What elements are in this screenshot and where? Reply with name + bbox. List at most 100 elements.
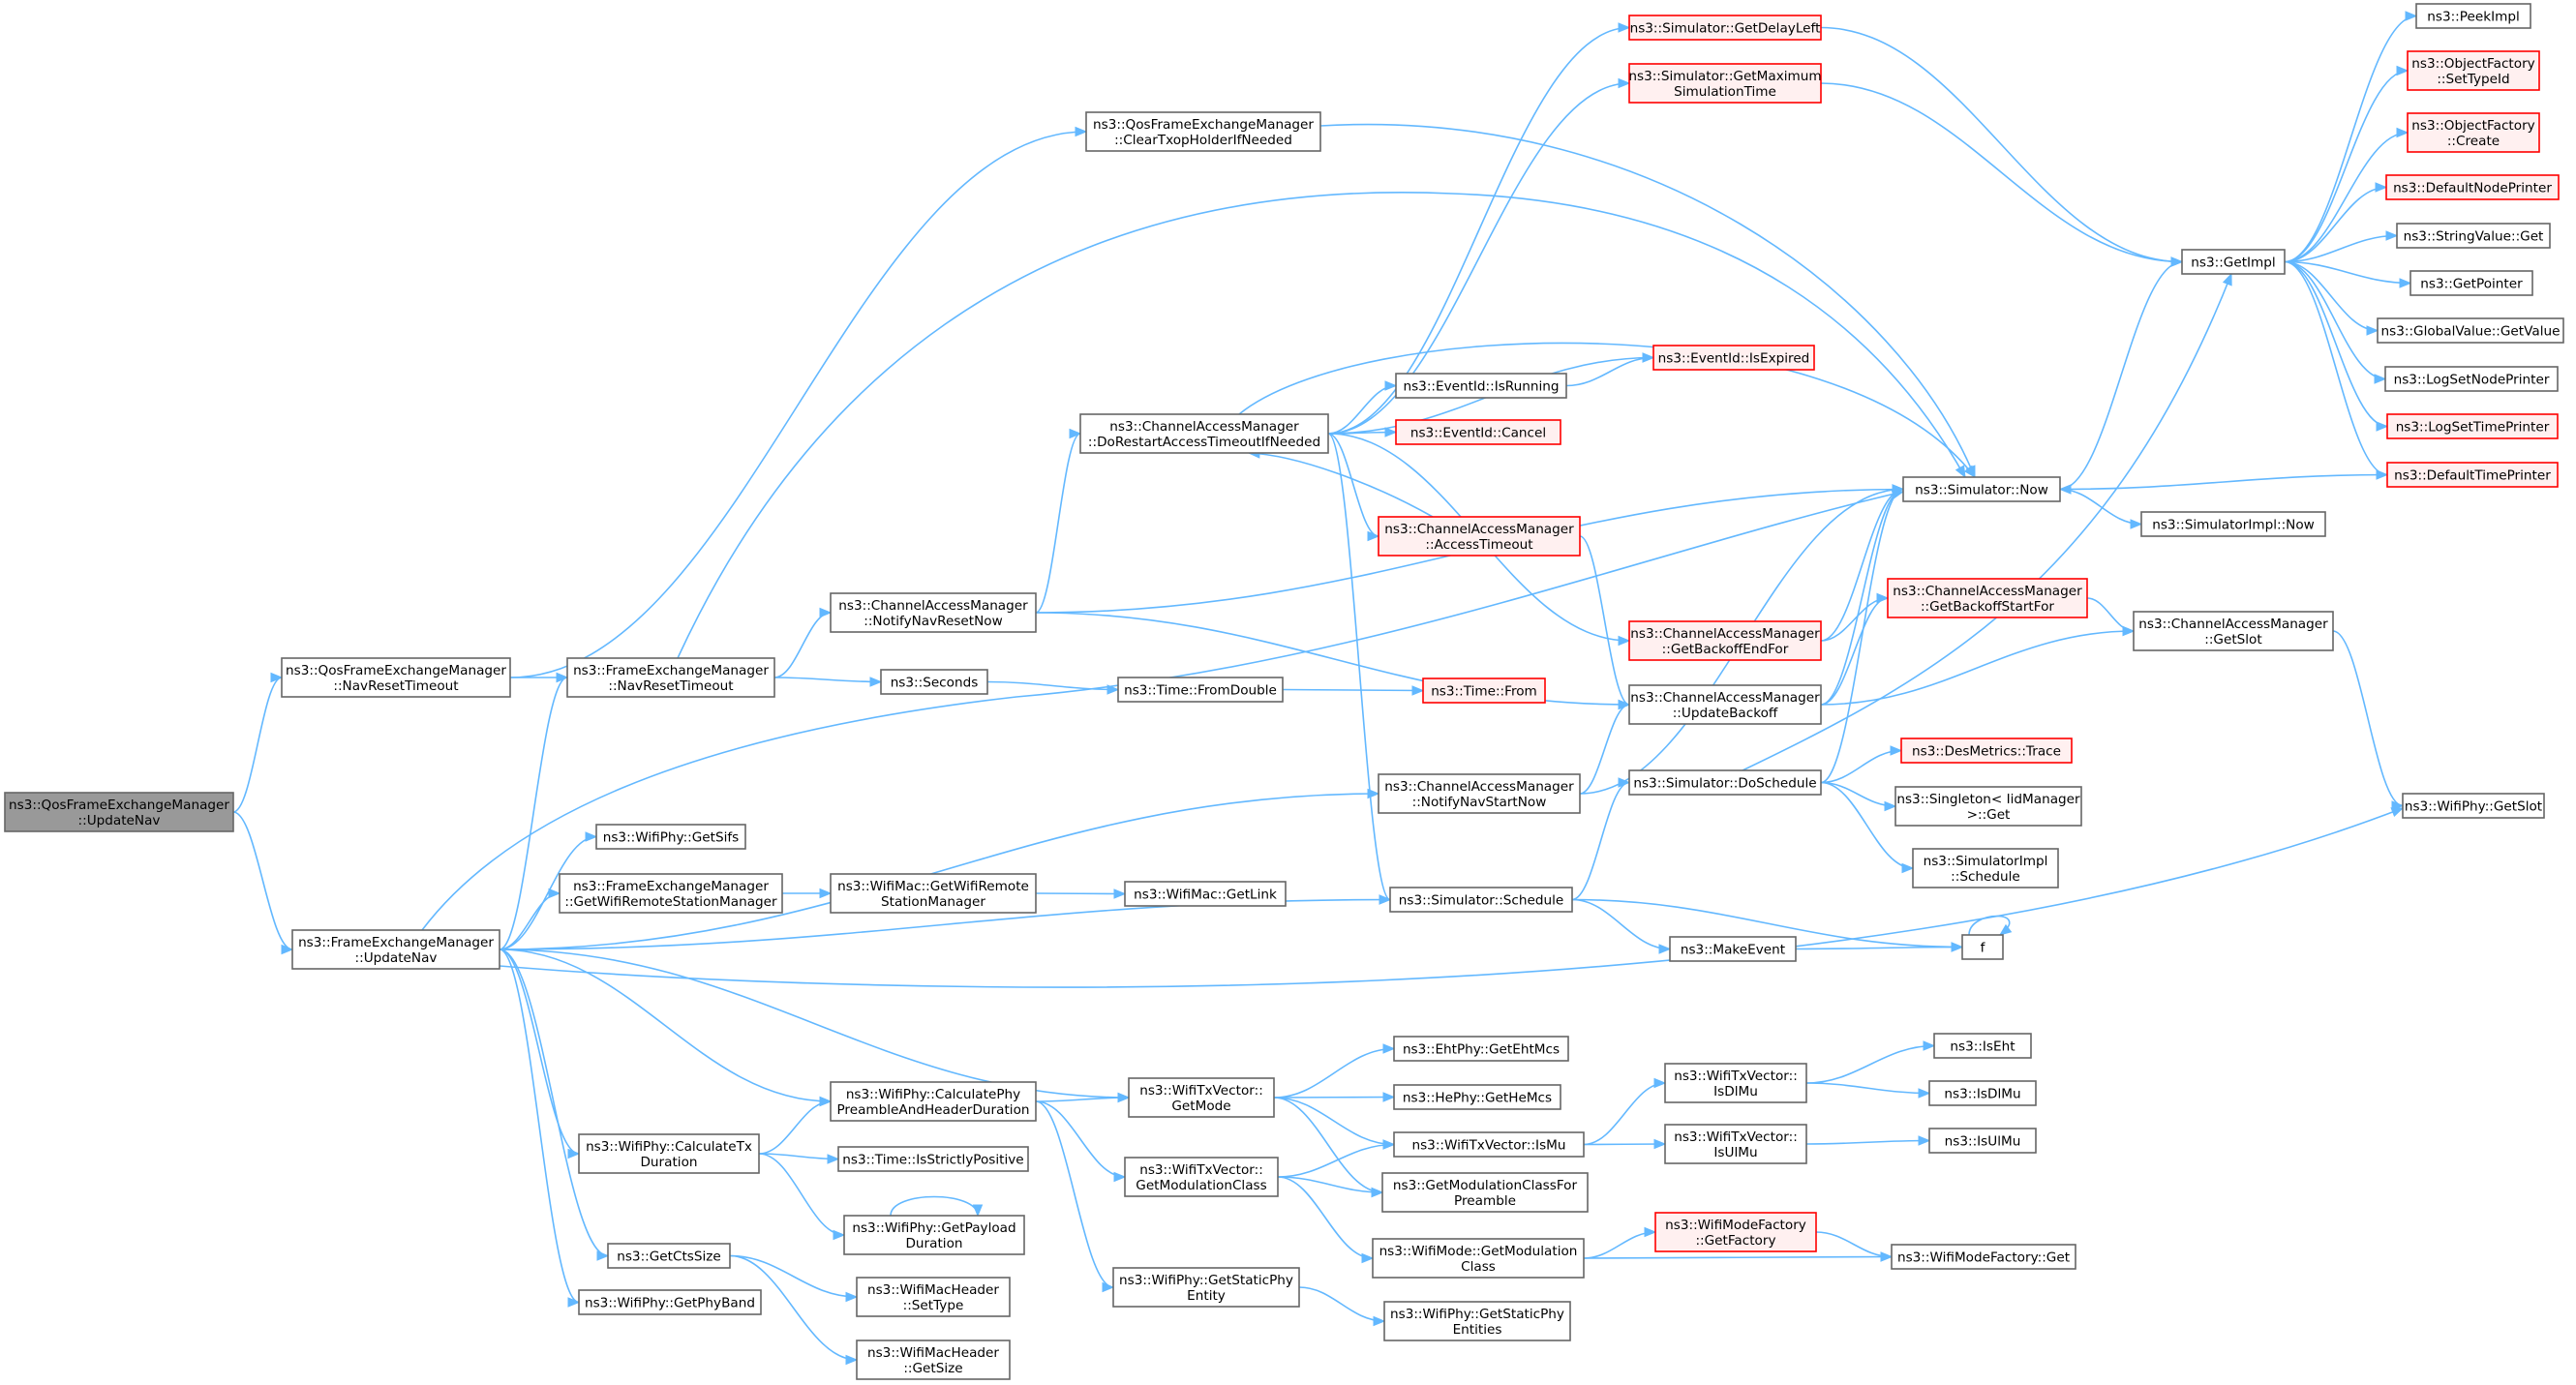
node-isnow[interactable]: ns3::SimulatorImpl::Now xyxy=(2140,511,2326,537)
node-ff[interactable]: f xyxy=(1961,934,2004,960)
edge-ssch-to-sdos xyxy=(1571,777,1631,901)
node-ismu[interactable]: ns3::WifiTxVector::IsMu xyxy=(1393,1131,1585,1158)
node-mfgf[interactable]: ns3::WifiModeFactory::GetFactory xyxy=(1654,1212,1817,1252)
edge-tgmc-to-gmcp xyxy=(1277,1176,1384,1198)
node-gehm[interactable]: ns3::EhtPhy::GetEhtMcs xyxy=(1393,1036,1569,1062)
node-mfget[interactable]: ns3::WifiModeFactory::Get xyxy=(1891,1244,2076,1270)
node-drat[interactable]: ns3::ChannelAccessManager::DoRestartAcce… xyxy=(1079,413,1329,454)
node-sdos[interactable]: ns3::Simulator::DoSchedule xyxy=(1628,769,1822,796)
node-tfrom[interactable]: ns3::Time::From xyxy=(1422,677,1546,704)
node-dmt[interactable]: ns3::DesMetrics::Trace xyxy=(1900,738,2073,764)
node-mhst[interactable]: ns3::WifiMacHeader::SetType xyxy=(856,1277,1011,1317)
node-sgdl[interactable]: ns3::Simulator::GetDelayLeft xyxy=(1628,15,1822,41)
arrowhead xyxy=(1618,699,1631,710)
node-isul[interactable]: ns3::WifiTxVector::IsUlMu xyxy=(1664,1124,1807,1164)
node-nnsn[interactable]: ns3::ChannelAccessManager::NotifyNavStar… xyxy=(1378,773,1581,814)
node-qcth[interactable]: ns3::QosFrameExchangeManager::ClearTxopH… xyxy=(1085,111,1321,152)
node-eir[interactable]: ns3::EventId::IsRunning xyxy=(1395,373,1567,399)
node-box xyxy=(1124,881,1287,907)
edge-line xyxy=(2059,488,2142,526)
node-label: ns3::WifiTxVector:: xyxy=(1674,1069,1798,1084)
node-wgs[interactable]: ns3::WifiPhy::GetSlot xyxy=(2402,793,2545,819)
node-label: ns3::WifiTxVector:: xyxy=(1139,1162,1263,1178)
node-label: ::UpdateBackoff xyxy=(1673,706,1778,721)
node-cpad[interactable]: ns3::WifiPhy::CalculatePhyPreambleAndHea… xyxy=(830,1081,1037,1122)
node-grsm[interactable]: ns3::FrameExchangeManager::GetWifiRemote… xyxy=(559,873,783,914)
node-isulmu[interactable]: ns3::IsUlMu xyxy=(1928,1128,2037,1154)
node-box xyxy=(578,1289,762,1315)
node-gbef[interactable]: ns3::ChannelAccessManager::GetBackoffEnd… xyxy=(1628,620,1822,661)
node-label: ns3::WifiModeFactory::Get xyxy=(1897,1250,2070,1266)
edge-sdos-to-snow xyxy=(1820,484,1905,784)
node-eie[interactable]: ns3::EventId::IsExpired xyxy=(1652,345,1815,371)
node-isp[interactable]: ns3::Time::IsStrictlyPositive xyxy=(837,1146,1029,1172)
node-label: Duration xyxy=(905,1236,962,1251)
node-cgs[interactable]: ns3::ChannelAccessManager::GetSlot xyxy=(2133,611,2334,651)
call-edges xyxy=(232,11,2418,1366)
edge-sdos-to-dmt xyxy=(1820,745,1903,784)
node-ssch[interactable]: ns3::Simulator::Schedule xyxy=(1389,887,1573,913)
node-tfd[interactable]: ns3::Time::FromDouble xyxy=(1117,677,1284,703)
node-feun[interactable]: ns3::FrameExchangeManager::UpdateNav xyxy=(291,929,500,970)
node-lsnp[interactable]: ns3::LogSetNodePrinter xyxy=(2384,366,2559,392)
node-qnrt[interactable]: ns3::QosFrameExchangeManager::NavResetTi… xyxy=(281,657,511,698)
arrowhead xyxy=(869,677,883,687)
node-ofcr[interactable]: ns3::ObjectFactory::Create xyxy=(2407,112,2540,153)
edge-cpad-to-gspe xyxy=(1035,1100,1115,1293)
edge-line xyxy=(1277,1143,1395,1178)
node-sing[interactable]: ns3::Singleton< IidManager >::Get xyxy=(1894,786,2082,827)
node-ccts[interactable]: ns3::GetCtsSize xyxy=(607,1243,731,1269)
node-cub[interactable]: ns3::ChannelAccessManager::UpdateBackoff xyxy=(1628,684,1822,725)
node-gvgv[interactable]: ns3::GlobalValue::GetValue xyxy=(2377,317,2564,344)
node-dtp[interactable]: ns3::DefaultTimePrinter xyxy=(2386,462,2559,488)
node-isdlmu[interactable]: ns3::IsDlMu xyxy=(1928,1080,2037,1106)
node-sifs[interactable]: ns3::WifiPhy::GetSifs xyxy=(595,824,746,850)
node-label: ns3::WifiTxVector:: xyxy=(1139,1083,1263,1099)
node-ofst[interactable]: ns3::ObjectFactory::SetTypeId xyxy=(2407,50,2540,91)
node-mkev[interactable]: ns3::MakeEvent xyxy=(1669,936,1797,962)
node-peek[interactable]: ns3::PeekImpl xyxy=(2415,3,2531,29)
node-snow[interactable]: ns3::Simulator::Now xyxy=(1902,476,2061,502)
node-mgmc[interactable]: ns3::WifiMode::GetModulationClass xyxy=(1372,1238,1585,1279)
node-mhgs[interactable]: ns3::WifiMacHeader::GetSize xyxy=(856,1340,1011,1380)
arrowhead xyxy=(1923,1040,1936,1051)
node-sisch[interactable]: ns3::SimulatorImpl::Schedule xyxy=(1912,848,2059,888)
arrowhead xyxy=(2375,182,2388,193)
node-box xyxy=(1395,373,1567,399)
edge-gimpl-to-svg xyxy=(2284,230,2399,263)
node-label: ns3::WifiMac::GetWifiRemote xyxy=(837,879,1029,894)
node-gptr[interactable]: ns3::GetPointer xyxy=(2409,270,2533,296)
node-dnp[interactable]: ns3::DefaultNodePrinter xyxy=(2385,174,2560,200)
node-isdl[interactable]: ns3::WifiTxVector::IsDlMu xyxy=(1664,1063,1807,1103)
edge-line xyxy=(2284,260,2411,285)
node-tgm[interactable]: ns3::WifiTxVector::GetMode xyxy=(1128,1077,1275,1118)
node-wmgr[interactable]: ns3::WifiMac::GetWifiRemoteStationManage… xyxy=(830,873,1037,914)
node-gimpl[interactable]: ns3::GetImpl xyxy=(2181,249,2286,275)
edge-gimpl-to-dnp xyxy=(2284,182,2388,263)
node-cat[interactable]: ns3::ChannelAccessManager::AccessTimeout xyxy=(1378,516,1581,557)
node-nnrn[interactable]: ns3::ChannelAccessManager::NotifyNavRese… xyxy=(830,592,1037,633)
node-box xyxy=(1961,934,2004,960)
node-fnrt[interactable]: ns3::FrameExchangeManager::NavResetTimeo… xyxy=(566,657,775,698)
node-gbsf[interactable]: ns3::ChannelAccessManager::GetBackoffSta… xyxy=(1887,578,2088,618)
node-ghem[interactable]: ns3::HePhy::GetHeMcs xyxy=(1393,1084,1561,1110)
node-label: GetMode xyxy=(1171,1099,1230,1114)
node-label: ns3::WifiPhy::GetPayload xyxy=(852,1220,1015,1236)
node-label: ns3::WifiTxVector:: xyxy=(1674,1129,1798,1145)
node-lstp[interactable]: ns3::LogSetTimePrinter xyxy=(2386,413,2559,439)
node-svg[interactable]: ns3::StringValue::Get xyxy=(2396,223,2551,249)
edge-line xyxy=(1820,630,2135,706)
node-gpb[interactable]: ns3::WifiPhy::GetPhyBand xyxy=(578,1289,762,1315)
node-iseht[interactable]: ns3::IsEht xyxy=(1933,1033,2032,1059)
node-root[interactable]: ns3::QosFrameExchangeManager::UpdateNav xyxy=(4,792,234,832)
node-secs[interactable]: ns3::Seconds xyxy=(880,669,988,695)
node-tgmc[interactable]: ns3::WifiTxVector::GetModulationClass xyxy=(1124,1157,1279,1197)
node-glink[interactable]: ns3::WifiMac::GetLink xyxy=(1124,881,1287,907)
node-eic[interactable]: ns3::EventId::Cancel xyxy=(1395,419,1561,445)
